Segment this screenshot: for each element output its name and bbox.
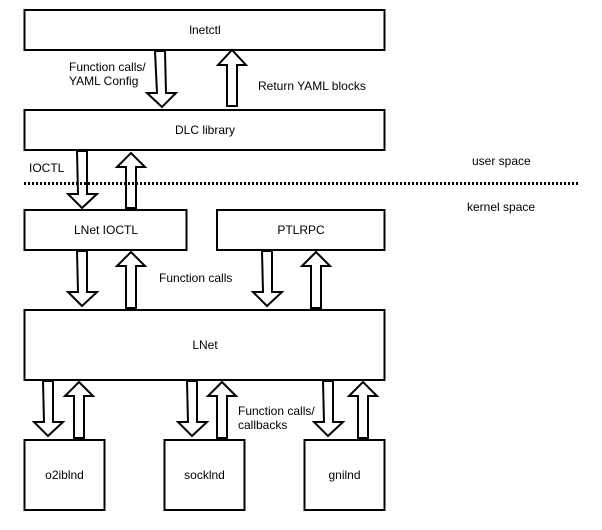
down-arrow-icon — [31, 380, 66, 438]
up-arrow-icon — [299, 250, 333, 309]
gnilnd-label: gnilnd — [328, 468, 360, 482]
o2iblnd-label: o2iblnd — [45, 468, 84, 482]
lnetctl-label: lnetctl — [189, 23, 220, 37]
ioctl-label: IOCTL — [29, 161, 65, 175]
up-arrow-icon — [346, 380, 380, 439]
lnet-label: LNet — [192, 338, 218, 352]
callbacks-label-line2: callbacks — [238, 418, 287, 432]
up-arrow-icon — [205, 380, 239, 439]
gnilnd-box: gnilnd — [303, 439, 386, 511]
ptlrpc-box: PTLRPC — [216, 209, 386, 251]
ptlrpc-label: PTLRPC — [277, 223, 325, 237]
socklnd-box: socklnd — [163, 439, 246, 511]
o2iblnd-box: o2iblnd — [23, 439, 106, 511]
function-calls-label: Function calls — [159, 271, 232, 285]
lnet-box: LNet — [23, 309, 386, 381]
down-arrow-icon — [144, 50, 179, 109]
kernel-space-label: kernel space — [467, 200, 535, 214]
up-arrow-icon — [62, 380, 96, 439]
user-space-label: user space — [472, 154, 531, 168]
dlc-library-box: DLC library — [23, 109, 386, 151]
up-arrow-icon — [114, 250, 148, 309]
down-arrow-icon — [65, 250, 100, 308]
up-arrow-icon — [114, 151, 148, 209]
up-arrow-icon — [215, 48, 249, 107]
callbacks-label-line1: Function calls/ — [238, 404, 315, 418]
down-arrow-icon — [311, 380, 346, 438]
return-yaml-label: Return YAML blocks — [258, 79, 366, 93]
function-calls-yaml-label-line2: YAML Config — [69, 74, 138, 88]
socklnd-label: socklnd — [184, 468, 225, 482]
down-arrow-icon — [65, 150, 100, 210]
lnet-ioctl-label: LNet IOCTL — [74, 223, 138, 237]
down-arrow-icon — [250, 250, 285, 308]
down-arrow-icon — [175, 380, 210, 438]
function-calls-yaml-label-line1: Function calls/ — [69, 60, 146, 74]
lnetctl-box: lnetctl — [23, 9, 386, 51]
lnet-ioctl-box: LNet IOCTL — [23, 209, 188, 251]
dlc-library-label: DLC library — [175, 123, 235, 137]
